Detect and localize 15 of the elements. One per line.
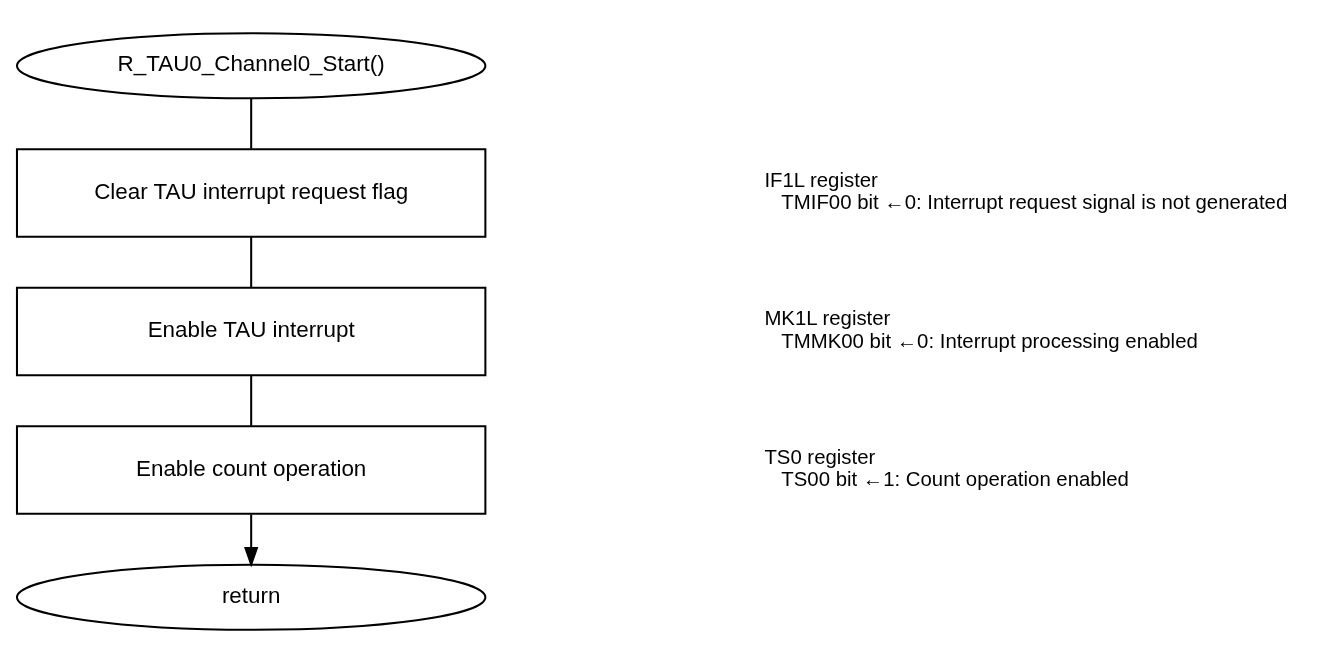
node-label: TMMK00 bit ←0: Interrupt processing enabled (781, 329, 1198, 352)
node-ellipse: return (15, 563, 487, 631)
arrow (244, 513, 259, 567)
node-box: Enable TAU interrupt (15, 286, 487, 376)
node-box: Clear TAU interrupt request flag (15, 147, 487, 238)
node-label: TS0 register (764, 445, 876, 468)
node-ellipse: R_TAU0_Channel0_Start() (15, 31, 487, 99)
node-box: Enable count operation (15, 424, 487, 515)
connector (250, 98, 253, 149)
connector (250, 236, 253, 287)
node-label: IF1L register (764, 168, 878, 191)
node-label: TS00 bit ←1: Count operation enabled (781, 467, 1129, 490)
connector (250, 374, 253, 426)
node-label: TMIF00 bit ←0: Interrupt request signal is not generated (781, 190, 1288, 213)
node-label: MK1L register (764, 306, 891, 329)
